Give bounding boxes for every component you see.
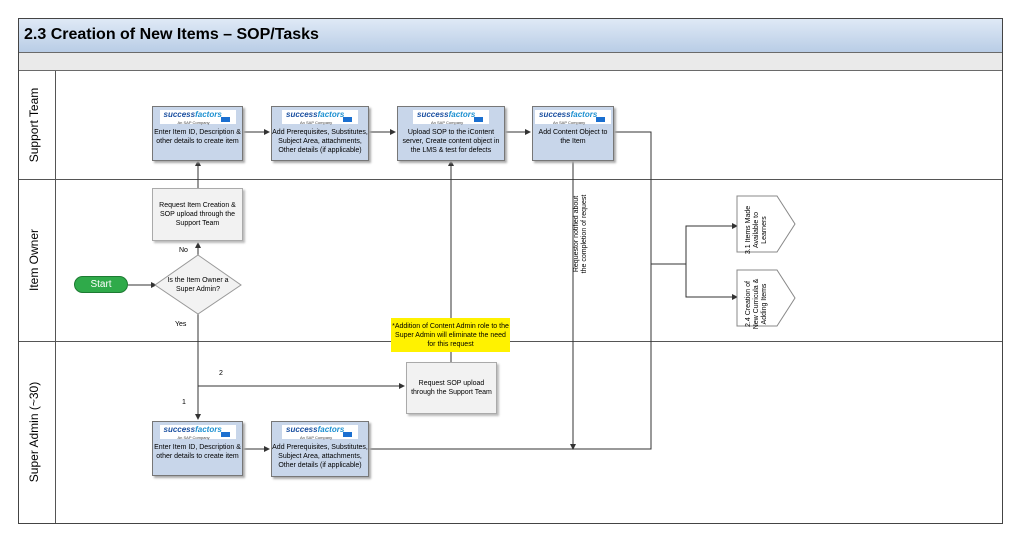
no-label: No [179,247,188,254]
connector [685,223,738,264]
request-sop-upload-box: Request SOP upload through the Support T… [406,362,497,414]
sub-bar [19,53,1002,71]
offpage-label-1: 3.1 Items Made Available to Learners [745,205,768,255]
offpage-connector-1 [736,195,796,253]
requestor-notified-label: Requestor notified about the completion … [573,194,588,274]
request-item-creation-box: Request Item Creation & SOP upload throu… [152,188,243,241]
yes-label: Yes [175,321,187,328]
page-title: 2.3 Creation of New Items – SOP/Tasks [24,26,319,43]
path-label-1: 1 [182,399,186,406]
content-admin-note: *Addition of Content Admin role to the S… [391,318,510,352]
lane-divider [19,341,1002,342]
lane-header-divider [55,71,56,523]
offpage-connector-2 [736,269,796,327]
decision-diamond [154,254,242,315]
offpage-label-2: 2.4 Creation of New Curricula & Adding I… [745,278,768,330]
path-label-2: 2 [219,370,223,377]
lane-divider [19,179,1002,180]
title-bar: 2.3 Creation of New Items – SOP/Tasks [19,19,1002,53]
connector [685,264,738,300]
decision-label: Is the Item Owner a Super Admin? [167,277,229,293]
start-terminator: Start [74,276,128,293]
connector [369,131,652,450]
